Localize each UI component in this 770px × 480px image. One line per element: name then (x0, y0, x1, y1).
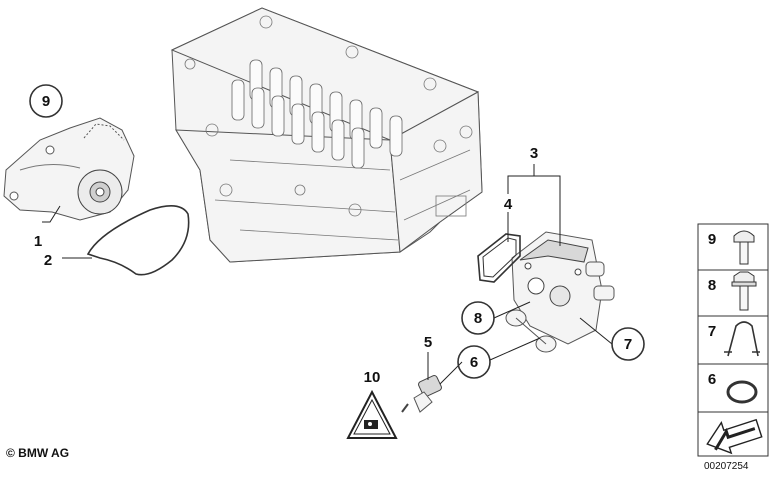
legend-item-7-label: 7 (708, 323, 716, 340)
back-arrow-icon (706, 418, 763, 455)
document-number: 00207254 (704, 461, 749, 472)
legend-item-6-label: 6 (708, 371, 716, 388)
callout-6: 6 (457, 345, 491, 379)
callout-9-label: 9 (42, 93, 50, 110)
temperature-sensor (401, 375, 442, 413)
callout-7-label: 7 (624, 336, 632, 353)
bolt-icon (733, 230, 755, 265)
legend-item-8-label: 8 (708, 277, 716, 294)
parts-legend: 9 8 7 6 (697, 223, 769, 457)
callout-8-label: 8 (474, 310, 482, 327)
callout-1-label: 1 (34, 233, 42, 250)
callout-7: 7 (611, 327, 645, 361)
legend-item-9-label: 9 (708, 231, 716, 248)
flange-bolt-icon (731, 271, 757, 311)
callout-3-label: 3 (530, 145, 538, 162)
callout-10-label: 10 (364, 369, 381, 386)
water-pump (3, 117, 135, 221)
callout-6-label: 6 (470, 354, 478, 371)
spring-clip-icon (724, 321, 760, 357)
callout-8: 8 (461, 301, 495, 335)
copyright-text: © BMW AG (6, 446, 70, 460)
water-pump-gasket (86, 205, 190, 276)
cylinder-head-assembly (170, 7, 483, 263)
leader-lines (42, 164, 613, 385)
callout-4-label: 4 (504, 196, 513, 213)
thermostat-housing (505, 231, 615, 353)
callout-2-label: 2 (44, 252, 52, 269)
callout-5-label: 5 (424, 334, 432, 351)
callout-9: 9 (29, 84, 63, 118)
caution-hot-triangle-icon (346, 389, 398, 439)
o-ring-icon (726, 380, 758, 404)
